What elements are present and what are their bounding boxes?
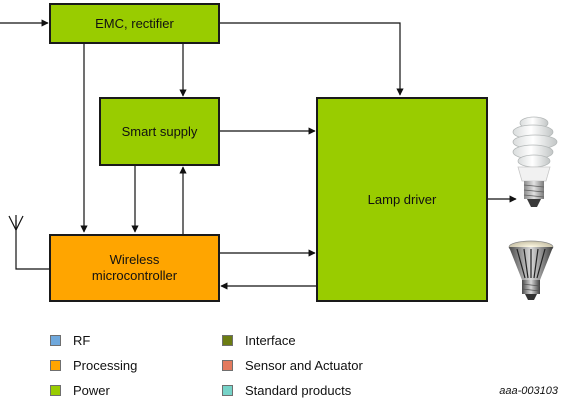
legend-item-power: Power bbox=[50, 383, 110, 398]
emc-rectifier-label: EMC, rectifier bbox=[95, 15, 174, 31]
antenna-icon bbox=[8, 215, 49, 270]
wireless-microcontroller-block: Wireless microcontroller bbox=[49, 234, 220, 302]
legend-item-sensor-actuator: Sensor and Actuator bbox=[222, 358, 363, 373]
legend-swatch-power bbox=[50, 385, 61, 396]
legend-item-processing: Processing bbox=[50, 358, 137, 373]
legend-label-rf: RF bbox=[73, 333, 91, 348]
emc-rectifier-block: EMC, rectifier bbox=[49, 3, 220, 44]
legend-swatch-processing bbox=[50, 360, 61, 371]
legend-swatch-sensor-actuator bbox=[222, 360, 233, 371]
wireless-microcontroller-label: Wireless microcontroller bbox=[91, 252, 178, 283]
legend-label-processing: Processing bbox=[73, 358, 138, 373]
smart-supply-label: Smart supply bbox=[121, 123, 198, 139]
legend-label-power: Power bbox=[73, 383, 110, 398]
led-bulb-icon bbox=[508, 240, 554, 300]
legend-swatch-rf bbox=[50, 335, 61, 346]
legend-item-standard-products: Standard products bbox=[222, 383, 351, 398]
cfl-bulb-icon bbox=[512, 116, 558, 207]
lamp-driver-label: Lamp driver bbox=[367, 191, 437, 207]
lamp-driver-block: Lamp driver bbox=[316, 97, 488, 302]
document-id: aaa-003103 bbox=[499, 385, 558, 397]
legend-label-standard-products: Standard products bbox=[245, 383, 352, 398]
legend-item-interface: Interface bbox=[222, 333, 296, 348]
legend-swatch-interface bbox=[222, 335, 233, 346]
legend-item-rf: RF bbox=[50, 333, 90, 348]
legend-label-interface: Interface bbox=[245, 333, 296, 348]
legend-label-sensor-actuator: Sensor and Actuator bbox=[245, 358, 363, 373]
legend-swatch-standard-products bbox=[222, 385, 233, 396]
smart-supply-block: Smart supply bbox=[99, 97, 220, 166]
emc-to-lamp-driver-arrow bbox=[219, 22, 404, 96]
